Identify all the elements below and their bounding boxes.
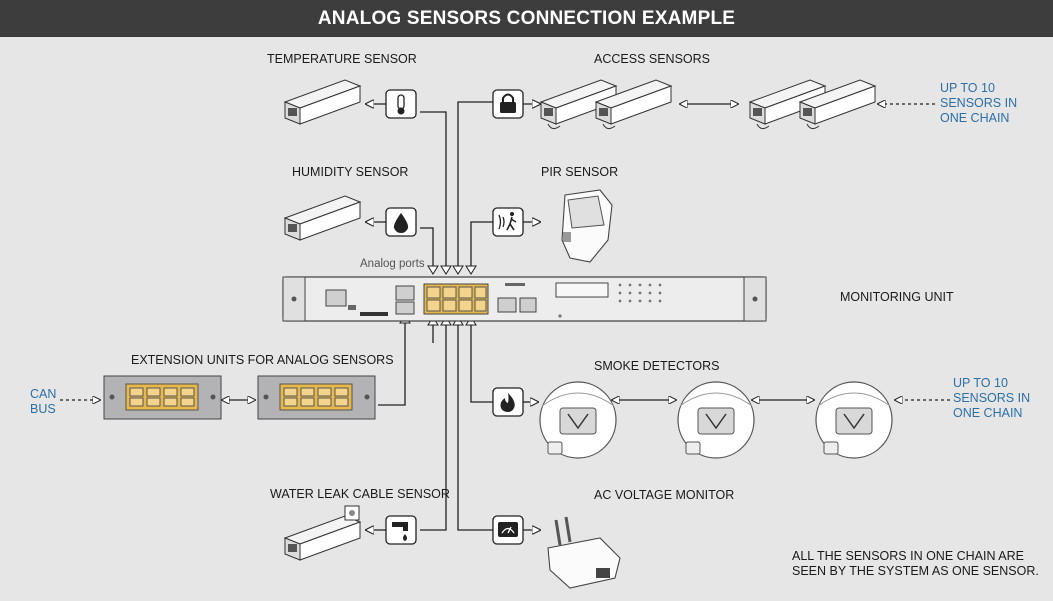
access-chain-note: UP TO 10 SENSORS IN ONE CHAIN — [940, 81, 1018, 125]
monitoring-unit-device — [282, 276, 767, 322]
smoke-chain-note: UP TO 10 SENSORS IN ONE CHAIN — [953, 376, 1031, 420]
access-sensors-label: ACCESS SENSORS — [594, 52, 711, 66]
trunk-lines — [378, 101, 493, 531]
can-bus-label: CAN BUS — [30, 387, 57, 416]
extension-unit-2 — [257, 375, 376, 420]
smoke-detector-2 — [677, 381, 755, 459]
monitoring-unit-label: MONITORING UNIT — [840, 290, 954, 304]
smoke-detectors-label: SMOKE DETECTORS — [594, 359, 720, 373]
access-sensor-pair-2 — [749, 79, 876, 130]
analog-ports-label: Analog ports — [360, 258, 425, 270]
flame-icon — [492, 387, 524, 417]
smoke-detector-3 — [815, 381, 893, 459]
water-leak-sensor-label: WATER LEAK CABLE SENSOR — [270, 487, 450, 501]
page-title: ANALOG SENSORS CONNECTION EXAMPLE — [317, 7, 736, 29]
pir-sensor-label: PIR SENSOR — [541, 165, 619, 179]
voltage-meter-icon — [492, 515, 524, 545]
temperature-sensor-label: TEMPERATURE SENSOR — [267, 52, 417, 66]
title-bar: ANALOG SENSORS CONNECTION EXAMPLE — [0, 0, 1053, 37]
humidity-sensor-label: HUMIDITY SENSOR — [292, 165, 409, 179]
ac-voltage-monitor-label: AC VOLTAGE MONITOR — [594, 488, 735, 502]
access-sensor-pair-1 — [540, 79, 672, 130]
chain-arrows — [60, 104, 950, 400]
motion-icon — [492, 207, 524, 237]
sensor-arrows — [366, 104, 540, 530]
pir-sensor-device — [561, 189, 613, 263]
water-leak-sensor-device — [284, 505, 361, 561]
thermometer-icon — [385, 89, 417, 119]
faucet-icon — [385, 515, 417, 545]
chain-footnote: ALL THE SENSORS IN ONE CHAIN ARE SEEN BY… — [792, 549, 1039, 578]
ac-voltage-monitor-device — [547, 516, 621, 589]
extension-units-label: EXTENSION UNITS FOR ANALOG SENSORS — [131, 353, 394, 367]
extension-unit-1 — [103, 375, 222, 420]
smoke-detector-1 — [539, 381, 617, 459]
water-drop-icon — [385, 207, 417, 237]
humidity-sensor-device — [284, 195, 361, 241]
temperature-sensor-device — [284, 79, 361, 125]
lock-icon — [492, 89, 524, 119]
